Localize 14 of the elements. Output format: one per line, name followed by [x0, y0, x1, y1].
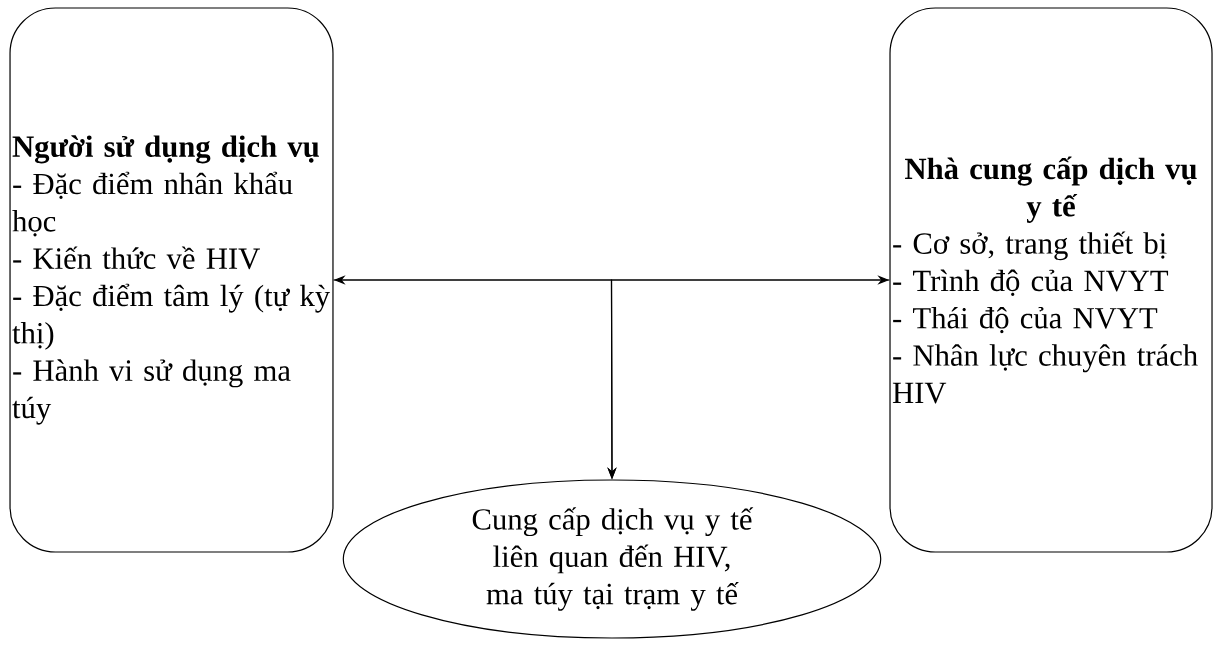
list-item: - Đặc điểm nhân khẩu học: [12, 171, 293, 237]
rounded-box: [9, 7, 334, 553]
box-heading: Người sử dụng dịch vụ: [12, 135, 319, 164]
ellipse-node: [342, 479, 882, 639]
list-item: - Đặc điểm tâm lý (tự kỳ thị): [12, 283, 331, 350]
list-item: - Cơ sở, trang thiết bị: [893, 231, 1167, 261]
list-item: - Kiến thức về HIV: [13, 246, 260, 270]
list-item: - Trình độ của NVYT: [893, 269, 1169, 296]
list-item: - Thái độ của NVYT: [893, 306, 1158, 334]
list-item: - Hành vi sử dụng ma túy: [12, 359, 291, 425]
box-heading: Nhà cung cấp dịch vụ y tế: [905, 156, 1197, 223]
list-item: - Nhân lực chuyên trách HIV: [892, 344, 1198, 404]
ellipse-text: Cung cấp dịch vụ y tế liên quan đến HIV, ma túy tại trạm y tế: [472, 507, 754, 611]
rounded-box: [889, 7, 1213, 553]
